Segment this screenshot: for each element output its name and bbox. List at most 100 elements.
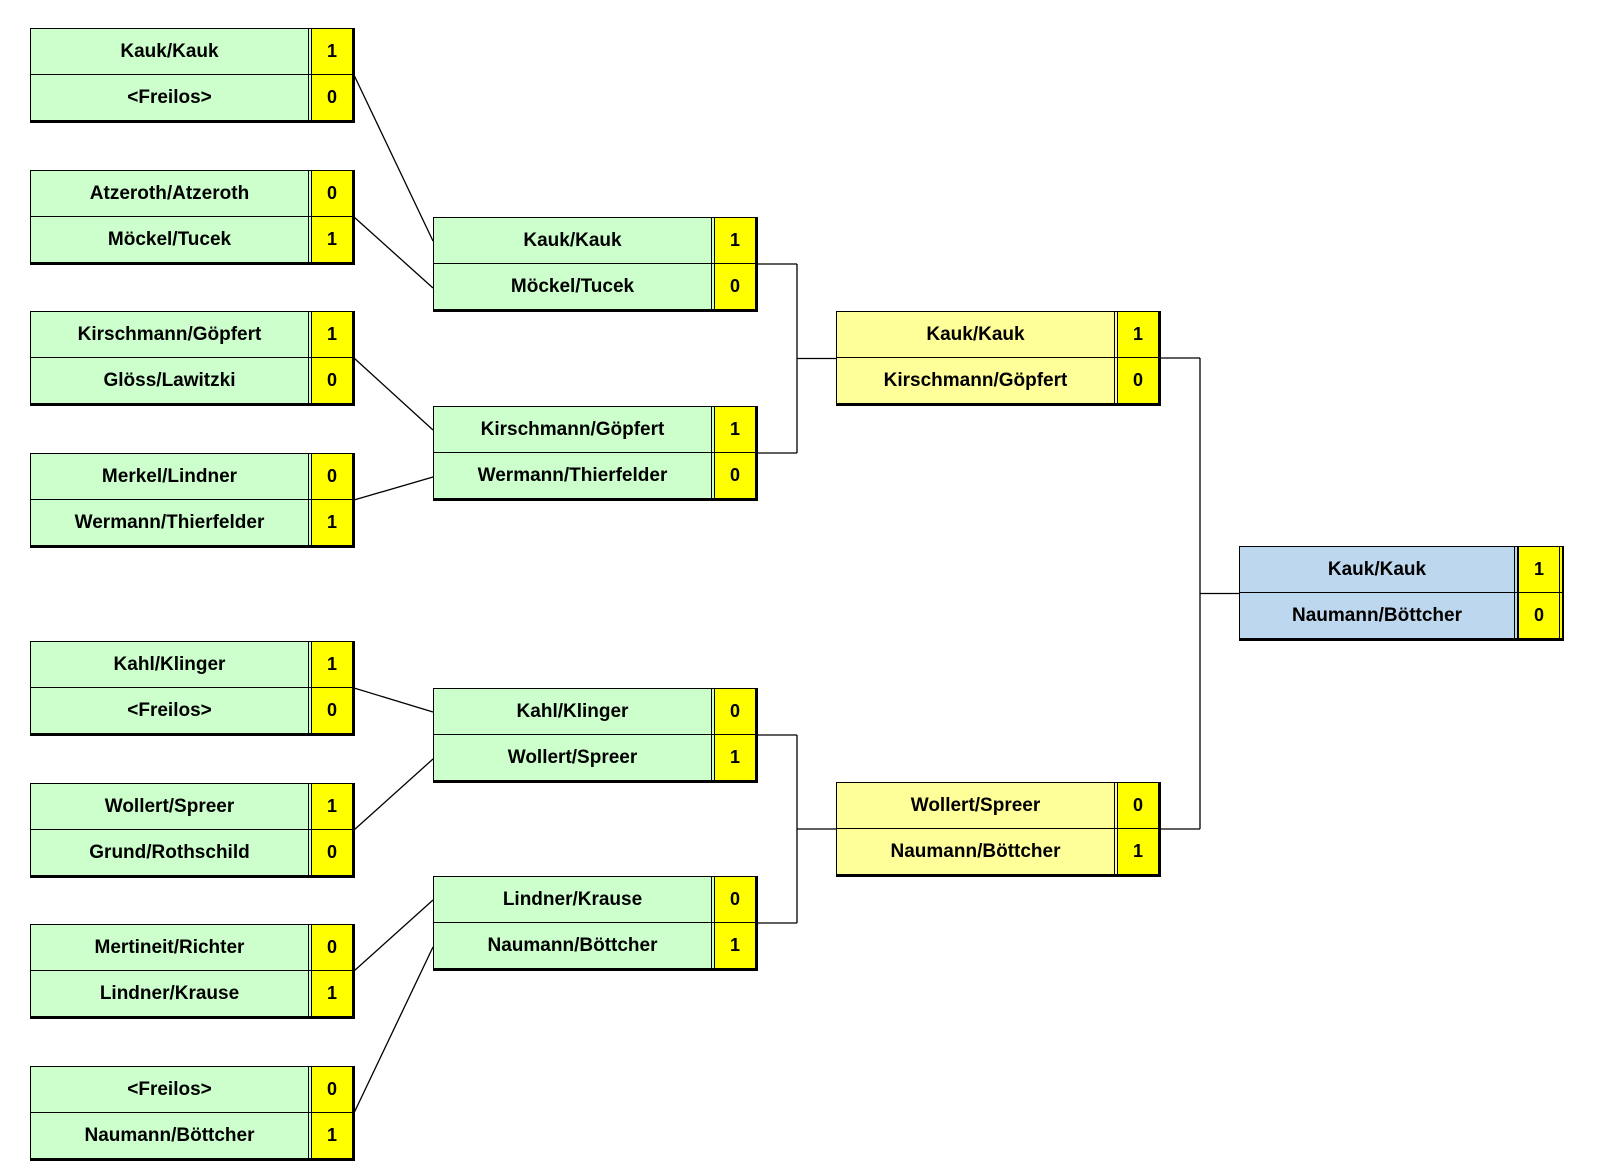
connector-line [353, 476, 434, 501]
team-name: Wollert/Spreer [837, 783, 1118, 828]
team-name: Naumann/Böttcher [837, 829, 1118, 874]
team-name: Kauk/Kauk [837, 312, 1118, 357]
team-score: 0 [715, 453, 755, 498]
team-score: 0 [312, 171, 352, 216]
team-name: Grund/Rothschild [31, 830, 312, 875]
team-score: 0 [715, 689, 755, 734]
team-row: <Freilos>0 [31, 1067, 352, 1112]
team-score: 0 [312, 925, 352, 970]
team-name: <Freilos> [31, 688, 312, 733]
team-name: Kauk/Kauk [434, 218, 715, 263]
team-name: Naumann/Böttcher [31, 1113, 312, 1158]
team-name: <Freilos> [31, 75, 312, 120]
team-score: 1 [715, 407, 755, 452]
team-score: 1 [1518, 547, 1563, 592]
team-score: 0 [715, 264, 755, 309]
team-name: Mertineit/Richter [31, 925, 312, 970]
team-name: Möckel/Tucek [434, 264, 715, 309]
team-score: 1 [312, 500, 352, 545]
team-name: Wermann/Thierfelder [31, 500, 312, 545]
team-score: 1 [1118, 312, 1158, 357]
team-name: Lindner/Krause [434, 877, 715, 922]
team-score: 0 [312, 688, 352, 733]
team-name: Naumann/Böttcher [434, 923, 715, 968]
team-score: 0 [312, 830, 352, 875]
team-score: 0 [312, 1067, 352, 1112]
team-score: 0 [312, 358, 352, 403]
team-score: 1 [312, 217, 352, 262]
connector-line [353, 216, 434, 289]
connector-line [353, 899, 434, 972]
team-score: 0 [312, 454, 352, 499]
connector-line [353, 946, 434, 1114]
team-name: Kirschmann/Göpfert [837, 358, 1118, 403]
team-name: Wermann/Thierfelder [434, 453, 715, 498]
team-name: Merkel/Lindner [31, 454, 312, 499]
team-score: 1 [312, 312, 352, 357]
team-score: 1 [1118, 829, 1158, 874]
team-name: Glöss/Lawitzki [31, 358, 312, 403]
team-score: 1 [312, 29, 352, 74]
connector-line [353, 357, 434, 431]
team-row: <Freilos>0 [31, 687, 352, 733]
team-score: 0 [1118, 358, 1158, 403]
team-name: Kauk/Kauk [1240, 547, 1518, 592]
team-row: <Freilos>0 [31, 74, 352, 120]
team-name: Lindner/Krause [31, 971, 312, 1016]
team-name: Kauk/Kauk [31, 29, 312, 74]
team-score: 1 [715, 735, 755, 780]
team-name: Kirschmann/Göpfert [31, 312, 312, 357]
team-score: 1 [715, 923, 755, 968]
team-name: Naumann/Böttcher [1240, 593, 1518, 638]
team-name: Kahl/Klinger [31, 642, 312, 687]
team-name: <Freilos> [31, 1067, 312, 1112]
team-name: Wollert/Spreer [31, 784, 312, 829]
team-score: 1 [312, 971, 352, 1016]
team-score: 1 [312, 642, 352, 687]
connector-line [353, 758, 434, 831]
team-score: 0 [312, 75, 352, 120]
connector-line [353, 74, 434, 242]
team-name: Kahl/Klinger [434, 689, 715, 734]
team-name: Wollert/Spreer [434, 735, 715, 780]
team-name: Kirschmann/Göpfert [434, 407, 715, 452]
